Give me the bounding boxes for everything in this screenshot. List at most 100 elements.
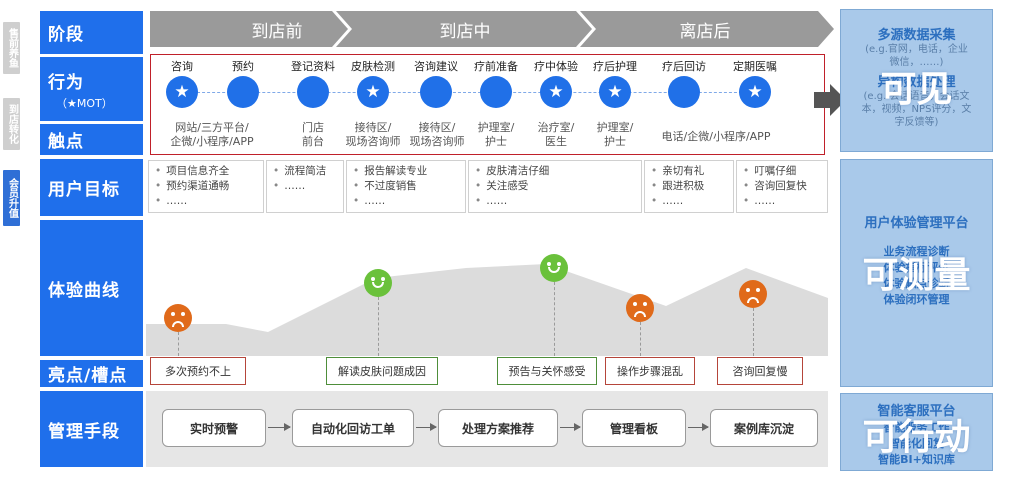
panel-big-label: 可行动	[862, 417, 971, 458]
action-label: 登记资料	[291, 60, 335, 73]
action-node-mot[interactable]: ★	[357, 76, 389, 108]
arrow-right-icon	[560, 423, 581, 431]
panel-subtext: 本，视频，NPS评分，文	[861, 104, 972, 115]
panel-item: 体验闭环管理	[883, 293, 950, 306]
happy-face-icon	[364, 269, 392, 297]
row-label-action: 行为 （★MOT）	[40, 57, 143, 121]
phase-label-after: 离店后	[679, 21, 731, 42]
pain-point-tag: 咨询回复慢	[717, 357, 803, 385]
panel-title: 多源数据采集	[877, 28, 956, 43]
row-label-highlights: 亮点/槽点	[40, 360, 143, 387]
touchpoint-line: 前台	[302, 135, 324, 148]
side-tab-label: 会员升值	[6, 178, 18, 218]
side-tab-presale[interactable]: 售前养鱼	[3, 22, 20, 74]
panel-experience-platform: 用户体验管理平台 业务流程诊断 体验指标评价 体验触点诊断 体验闭环管理 可测量	[840, 159, 993, 387]
action-node-mot[interactable]: ★	[599, 76, 631, 108]
management-step-button[interactable]: 管理看板	[582, 409, 686, 447]
touchpoint-line: 护理室/	[596, 121, 634, 134]
touchpoint-line: 接待区/	[418, 121, 456, 134]
management-step-button[interactable]: 自动化回访工单	[292, 409, 414, 447]
action-node[interactable]	[668, 76, 700, 108]
action-node-mot[interactable]: ★	[166, 76, 198, 108]
management-step-button[interactable]: 实时预警	[162, 409, 266, 447]
management-step-button[interactable]: 案例库沉淀	[710, 409, 818, 447]
action-node[interactable]	[227, 76, 259, 108]
goal-box: 报告解读专业 不过度销售 ……	[346, 160, 466, 213]
highlight-tag: 解读皮肤问题成因	[326, 357, 438, 385]
action-node[interactable]	[420, 76, 452, 108]
curve-dropline	[753, 308, 754, 356]
goal-item: ……	[155, 194, 257, 209]
star-icon: ★	[174, 82, 190, 102]
arrow-right-icon	[268, 423, 291, 431]
sad-face-icon	[739, 280, 767, 308]
action-label: 疗后回访	[662, 60, 706, 73]
row-label-touchpoint: 触点	[40, 124, 143, 155]
panel-big-label: 可见	[880, 69, 953, 110]
touchpoint-line: 治疗室/	[537, 121, 575, 134]
star-icon: ★	[548, 82, 564, 102]
action-node[interactable]	[480, 76, 512, 108]
panel-item: 智能化回复	[889, 437, 944, 450]
goal-box: 流程简洁 ……	[266, 160, 344, 213]
touchpoint: 护理室/ 护士	[597, 121, 634, 149]
goal-item: 咨询回复快	[743, 179, 821, 194]
goal-item: 叮嘱仔细	[743, 164, 821, 179]
touchpoint-line: 现场咨询师	[345, 135, 401, 148]
touchpoint-line: 电话/企微/小程序/APP	[661, 130, 771, 143]
action-node-mot[interactable]: ★	[540, 76, 572, 108]
action-label: 咨询建议	[414, 60, 458, 73]
row-label-text: 亮点/槽点	[48, 366, 128, 386]
phase-chevron-before	[150, 11, 348, 47]
goal-item: 项目信息齐全	[155, 164, 257, 179]
curve-dropline	[554, 282, 555, 356]
side-tab-label: 售前养鱼	[6, 28, 18, 68]
goal-item: 预约渠道通畅	[155, 179, 257, 194]
touchpoint-line: 网站/三方平台/	[175, 121, 249, 134]
side-tab-member[interactable]: 会员升值	[3, 170, 20, 226]
goal-item: 皮肤清洁仔细	[475, 164, 635, 179]
row-label-text: 体验曲线	[48, 280, 120, 301]
panel-title: 智能客服平台	[877, 404, 956, 419]
touchpoint-line: 企微/小程序/APP	[170, 135, 254, 148]
star-icon: ★	[365, 82, 381, 102]
touchpoint-line: 护理室/	[477, 121, 515, 134]
touchpoint-line: 护士	[604, 135, 626, 148]
side-tab-instore[interactable]: 到店转化	[3, 98, 20, 150]
row-label-text: 行为	[48, 72, 84, 93]
experience-curve	[146, 264, 828, 356]
phase-chevron-after	[580, 11, 834, 47]
row-label-text: 用户目标	[48, 180, 120, 200]
panel-title: 用户体验管理平台	[864, 216, 969, 231]
goal-item: 流程简洁	[273, 164, 337, 179]
management-step-button[interactable]: 处理方案推荐	[438, 409, 558, 447]
action-node-mot[interactable]: ★	[739, 76, 771, 108]
happy-face-icon	[540, 254, 568, 282]
row-label-text: 管理手段	[48, 421, 120, 442]
pain-point-tag: 操作步骤混乱	[605, 357, 695, 385]
action-label: 疗后护理	[593, 60, 637, 73]
panel-data-collection: 多源数据采集 (e.g.官网，电话，企业 微信，……) 异构数据处理 (e.g.…	[840, 9, 993, 152]
goal-item: ……	[273, 179, 337, 194]
goal-item: 报告解读专业	[353, 164, 459, 179]
goal-item: 关注感受	[475, 179, 635, 194]
goal-box: 亲切有礼 跟进积极 ……	[644, 160, 734, 213]
touchpoint-line: 现场咨询师	[409, 135, 465, 148]
touchpoint-line: 护士	[485, 135, 507, 148]
panel-subtext: 字反馈等)	[894, 117, 939, 128]
goal-box: 项目信息齐全 预约渠道通畅 ……	[148, 160, 264, 213]
panel-subtext: (e.g. 会话语音，会话文	[863, 91, 970, 102]
star-icon: ★	[607, 82, 623, 102]
sad-face-icon	[626, 294, 654, 322]
action-node[interactable]	[297, 76, 329, 108]
panel-title: 异构数据处理	[877, 75, 956, 90]
pain-point-tag: 多次预约不上	[150, 357, 246, 385]
row-label-curve: 体验曲线	[40, 220, 143, 356]
arrow-right-icon	[416, 423, 437, 431]
arrow-right-icon	[814, 84, 846, 116]
row-label-text: 触点	[48, 132, 84, 152]
touchpoint: 网站/三方平台/ 企微/小程序/APP	[170, 121, 253, 149]
panel-smart-service: 智能客服平台 智能服务工作 智能化回复 智能BI+知识库 可行动	[840, 393, 993, 471]
touchpoint: 门店 前台	[302, 121, 324, 149]
curve-dropline	[178, 332, 179, 356]
